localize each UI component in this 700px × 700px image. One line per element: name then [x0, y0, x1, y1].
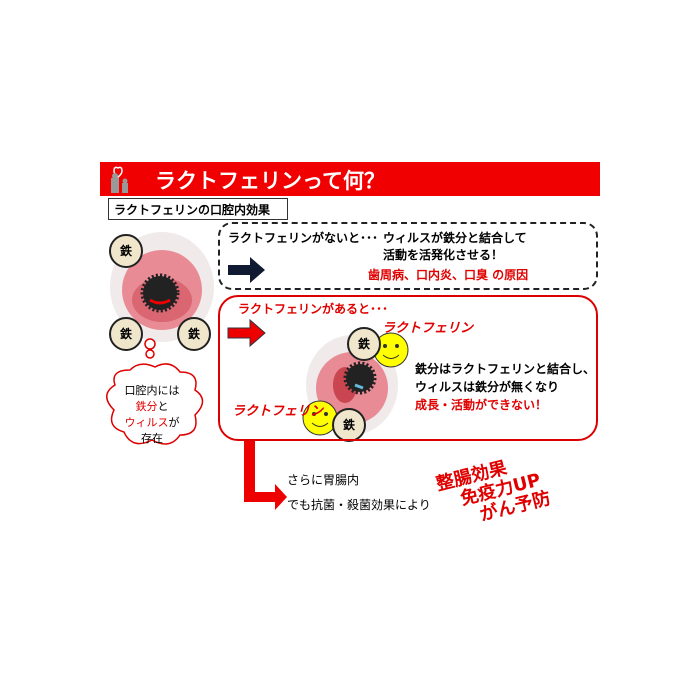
iron-coin: 鉄	[177, 317, 211, 351]
without-heading: ラクトフェリンがないと･･･	[228, 231, 379, 245]
with-result: 成長・活動ができない！	[415, 398, 548, 412]
iron-word: 鉄分	[135, 400, 158, 413]
family-icon	[111, 166, 128, 193]
arrow-right-icon	[228, 257, 265, 283]
lactoferrin-label: ラクトフェリン	[232, 404, 324, 419]
cloud-word: が	[168, 416, 180, 429]
iron-coin: 鉄	[109, 234, 143, 268]
cloud-line: 口腔内には	[124, 384, 180, 397]
iron-coin: 鉄	[332, 408, 366, 442]
without-lactoferrin-box	[218, 222, 598, 290]
iron-coin: 鉄	[109, 317, 143, 351]
lactoferrin-label: ラクトフェリン	[382, 321, 474, 336]
arrow-right-icon	[227, 318, 266, 348]
cloud-word: と	[157, 400, 169, 413]
with-text: 鉄分はラクトフェリンと結合し、	[415, 362, 596, 376]
virus-word: ウィルス	[124, 416, 169, 429]
title-banner: ラクトフェリンって何？	[100, 162, 600, 196]
page-title: ラクトフェリンって何？	[155, 169, 385, 193]
thought-cloud	[106, 363, 204, 445]
with-lactoferrin-box	[218, 295, 598, 441]
gut-text: さらに胃腸内	[287, 473, 360, 487]
with-text: ウィルスは鉄分が無くなり	[415, 380, 560, 394]
iron-coin: 鉄	[347, 327, 381, 361]
without-text: ウィルスが鉄分と結合して	[383, 231, 527, 245]
virus-icon	[140, 273, 180, 313]
cause-text: 歯周病、口内炎、口臭 の原因	[368, 268, 529, 282]
cloud-line: 存在	[141, 432, 163, 445]
section-title: ラクトフェリンの口腔内効果	[108, 198, 288, 220]
virus-icon	[343, 361, 377, 395]
gut-text: でも抗菌・殺菌効果により	[287, 498, 431, 512]
arrow-down-right-icon	[244, 440, 287, 510]
cloud-text: 口腔内には 鉄分と ウィルスが 存在	[112, 383, 192, 447]
without-text: 活動を活発化させる！	[383, 248, 504, 262]
with-heading: ラクトフェリンがあると･･･	[238, 302, 389, 316]
